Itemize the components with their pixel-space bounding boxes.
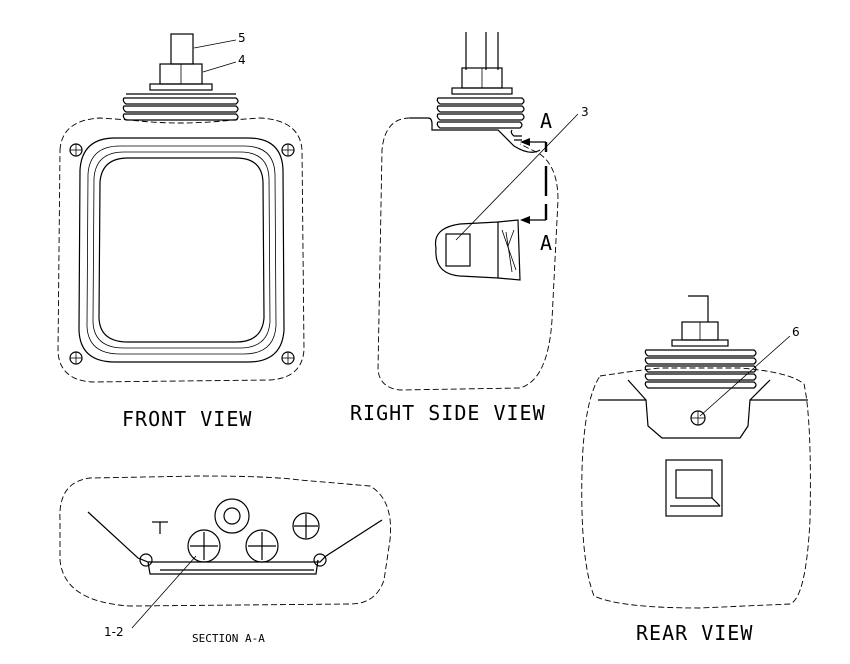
leader-5	[193, 39, 237, 49]
rear-view: 6 REAR VIEW	[581, 295, 811, 645]
front-view-label: FRONT VIEW	[122, 407, 252, 431]
section-a-a: 1-2 SECTION A-A	[59, 475, 391, 645]
rear-view-label: REAR VIEW	[636, 621, 753, 645]
right-side-view-label: RIGHT SIDE VIEW	[350, 401, 546, 425]
front-screw-bl	[69, 351, 83, 365]
terminal-2	[245, 529, 279, 563]
front-screw-tr	[281, 143, 295, 157]
callout-1-2: 1-2	[104, 625, 124, 639]
side-housing-outline	[377, 117, 559, 391]
leader-3	[455, 113, 579, 241]
section-label: SECTION A-A	[192, 632, 265, 645]
callout-3: 3	[581, 105, 589, 119]
front-stem	[170, 33, 194, 65]
leader-4	[202, 61, 237, 73]
leader-1-2	[131, 555, 197, 629]
rear-housing-outline	[581, 367, 811, 609]
rear-label-plate	[665, 459, 723, 517]
terminal-center	[214, 498, 250, 534]
terminal-3	[292, 512, 320, 540]
section-outline	[59, 475, 391, 607]
callout-6: 6	[792, 325, 800, 339]
callout-5: 5	[238, 31, 246, 45]
rear-screw	[690, 410, 706, 426]
front-screw-br	[281, 351, 295, 365]
rear-bellows	[644, 349, 757, 389]
right-side-view: A A 3 RIGHT SIDE VIEW	[350, 32, 589, 425]
terminal-1	[187, 529, 221, 563]
front-view: 5 4 FRONT VIEW	[57, 31, 305, 431]
callout-4: 4	[238, 53, 246, 67]
side-connector-pocket	[434, 221, 499, 279]
front-housing-outline	[57, 117, 305, 383]
section-marker-bottom: A	[540, 231, 552, 255]
side-bellows	[436, 97, 525, 141]
section-marker-top: A	[540, 109, 552, 133]
front-screw-tl	[69, 143, 83, 157]
front-bellows	[122, 93, 239, 121]
leader-6	[699, 335, 791, 417]
